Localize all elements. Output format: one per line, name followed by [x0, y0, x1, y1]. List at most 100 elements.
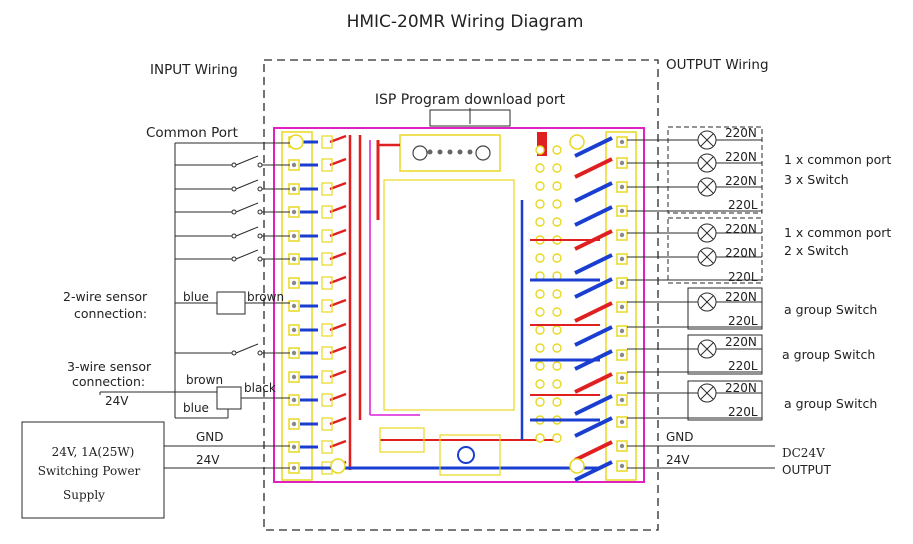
- switch-contact: [231, 256, 237, 262]
- switch-contact: [257, 350, 263, 356]
- output-wiring-heading: OUTPUT Wiring: [666, 57, 769, 73]
- isp-hole: [412, 145, 428, 161]
- relay-pad: [535, 343, 545, 353]
- input-component: [321, 299, 333, 313]
- dc24v-label: DC24V: [782, 446, 825, 460]
- two-wire-blue-label: blue: [183, 290, 209, 304]
- lamp-icon-cross: [700, 156, 714, 170]
- power-supply-rating: 24V, 1A(25W): [52, 445, 135, 459]
- input-terminal-pin: [291, 303, 297, 309]
- bottom-component: [379, 427, 425, 453]
- g2-desc-1: 1 x common port: [784, 225, 891, 240]
- g4-common-label: 220L: [728, 359, 758, 373]
- lamp-icon-cross: [700, 133, 714, 147]
- top-component: [537, 132, 547, 156]
- input-trace-red: [329, 322, 347, 332]
- output-terminal-pin: [619, 419, 625, 425]
- three-wire-label-1: 3-wire sensor: [67, 359, 152, 374]
- isp-port-label: ISP Program download port: [375, 92, 566, 108]
- input-terminal-pin: [291, 233, 297, 239]
- three-wire-sensor: [216, 386, 242, 410]
- output-trace: [574, 181, 613, 203]
- output-group-frame: [667, 126, 763, 214]
- relay-pad: [535, 361, 545, 371]
- output-terminal-pin: [619, 304, 625, 310]
- output-terminal-pin: [619, 375, 625, 381]
- input-trace-red: [329, 181, 347, 191]
- g5-load-label: 220N: [725, 381, 757, 395]
- pcb-board: [273, 127, 645, 483]
- output-group-frame: [687, 380, 763, 421]
- isp-pin: [437, 149, 443, 155]
- g1-load-label-1: 220N: [725, 126, 757, 140]
- relay-pad: [535, 307, 545, 317]
- output-terminal-pin: [619, 280, 625, 286]
- output-trace: [574, 136, 613, 158]
- relay-pad: [535, 163, 545, 173]
- relay-pad: [535, 289, 545, 299]
- relay-pad: [552, 145, 562, 155]
- input-terminal-pin: [291, 186, 297, 192]
- switch-blade: [235, 226, 259, 237]
- diagram-title: HMIC-20MR Wiring Diagram: [347, 12, 584, 32]
- input-trace-red: [329, 416, 347, 426]
- g1-desc-1: 1 x common port: [784, 152, 891, 167]
- lamp-icon-cross: [700, 386, 714, 400]
- g1-desc-2: 3 x Switch: [784, 172, 849, 187]
- power-supply-line2: Switching Power: [38, 464, 141, 478]
- input-terminal-pin: [291, 374, 297, 380]
- bottom-component: [439, 434, 501, 476]
- isp-pin: [447, 149, 453, 155]
- output-terminal-pin: [619, 256, 625, 262]
- output-group-frame: [687, 287, 763, 330]
- output-terminal-pin: [619, 160, 625, 166]
- input-terminal-pin: [291, 397, 297, 403]
- lamp-icon-cross: [700, 342, 714, 356]
- input-trace-red: [329, 275, 347, 285]
- g1-load-label-3: 220N: [725, 174, 757, 188]
- switch-contact: [257, 233, 263, 239]
- relay-pad: [552, 181, 562, 191]
- output-trace: [574, 460, 613, 482]
- input-gnd-label: GND: [196, 430, 224, 444]
- g4-desc: a group Switch: [782, 347, 875, 362]
- common-port-label: Common Port: [146, 125, 238, 141]
- lamp-icon-cross: [700, 295, 714, 309]
- input-component: [321, 323, 333, 337]
- input-terminal-pin: [291, 444, 297, 450]
- relay-pad: [535, 379, 545, 389]
- output-trace: [574, 325, 613, 347]
- dc-output-label: OUTPUT: [782, 463, 832, 477]
- input-component: [321, 276, 333, 290]
- switch-contact: [231, 209, 237, 215]
- relay-pad: [535, 181, 545, 191]
- input-component: [321, 417, 333, 431]
- enclosure-outline: [263, 59, 659, 531]
- output-trace: [574, 205, 613, 227]
- switch-contact: [257, 209, 263, 215]
- g5-desc: a group Switch: [784, 396, 877, 411]
- input-terminal-pin: [291, 209, 297, 215]
- relay-pad: [552, 325, 562, 335]
- relay-pad: [552, 343, 562, 353]
- relay-pad: [535, 199, 545, 209]
- power-supply-box: [21, 421, 165, 519]
- relay-pad: [535, 253, 545, 263]
- isp-pin: [457, 149, 463, 155]
- g2-common-label: 220L: [728, 270, 758, 284]
- input-terminal-pin: [291, 162, 297, 168]
- two-wire-label-2: connection:: [74, 306, 147, 321]
- three-wire-black-label: black: [244, 381, 276, 395]
- input-trace-red: [329, 157, 347, 167]
- input-component: [321, 440, 333, 454]
- output-trace: [574, 440, 613, 462]
- input-trace-red: [329, 228, 347, 238]
- isp-pin: [467, 149, 473, 155]
- three-wire-24v-label: 24V: [105, 394, 129, 408]
- output-terminal-pin: [619, 328, 625, 334]
- two-wire-brown-label: brown: [247, 290, 284, 304]
- input-trace-red: [329, 369, 347, 379]
- input-component: [321, 229, 333, 243]
- g2-load-label-2: 220N: [725, 246, 757, 260]
- output-trace: [574, 394, 613, 416]
